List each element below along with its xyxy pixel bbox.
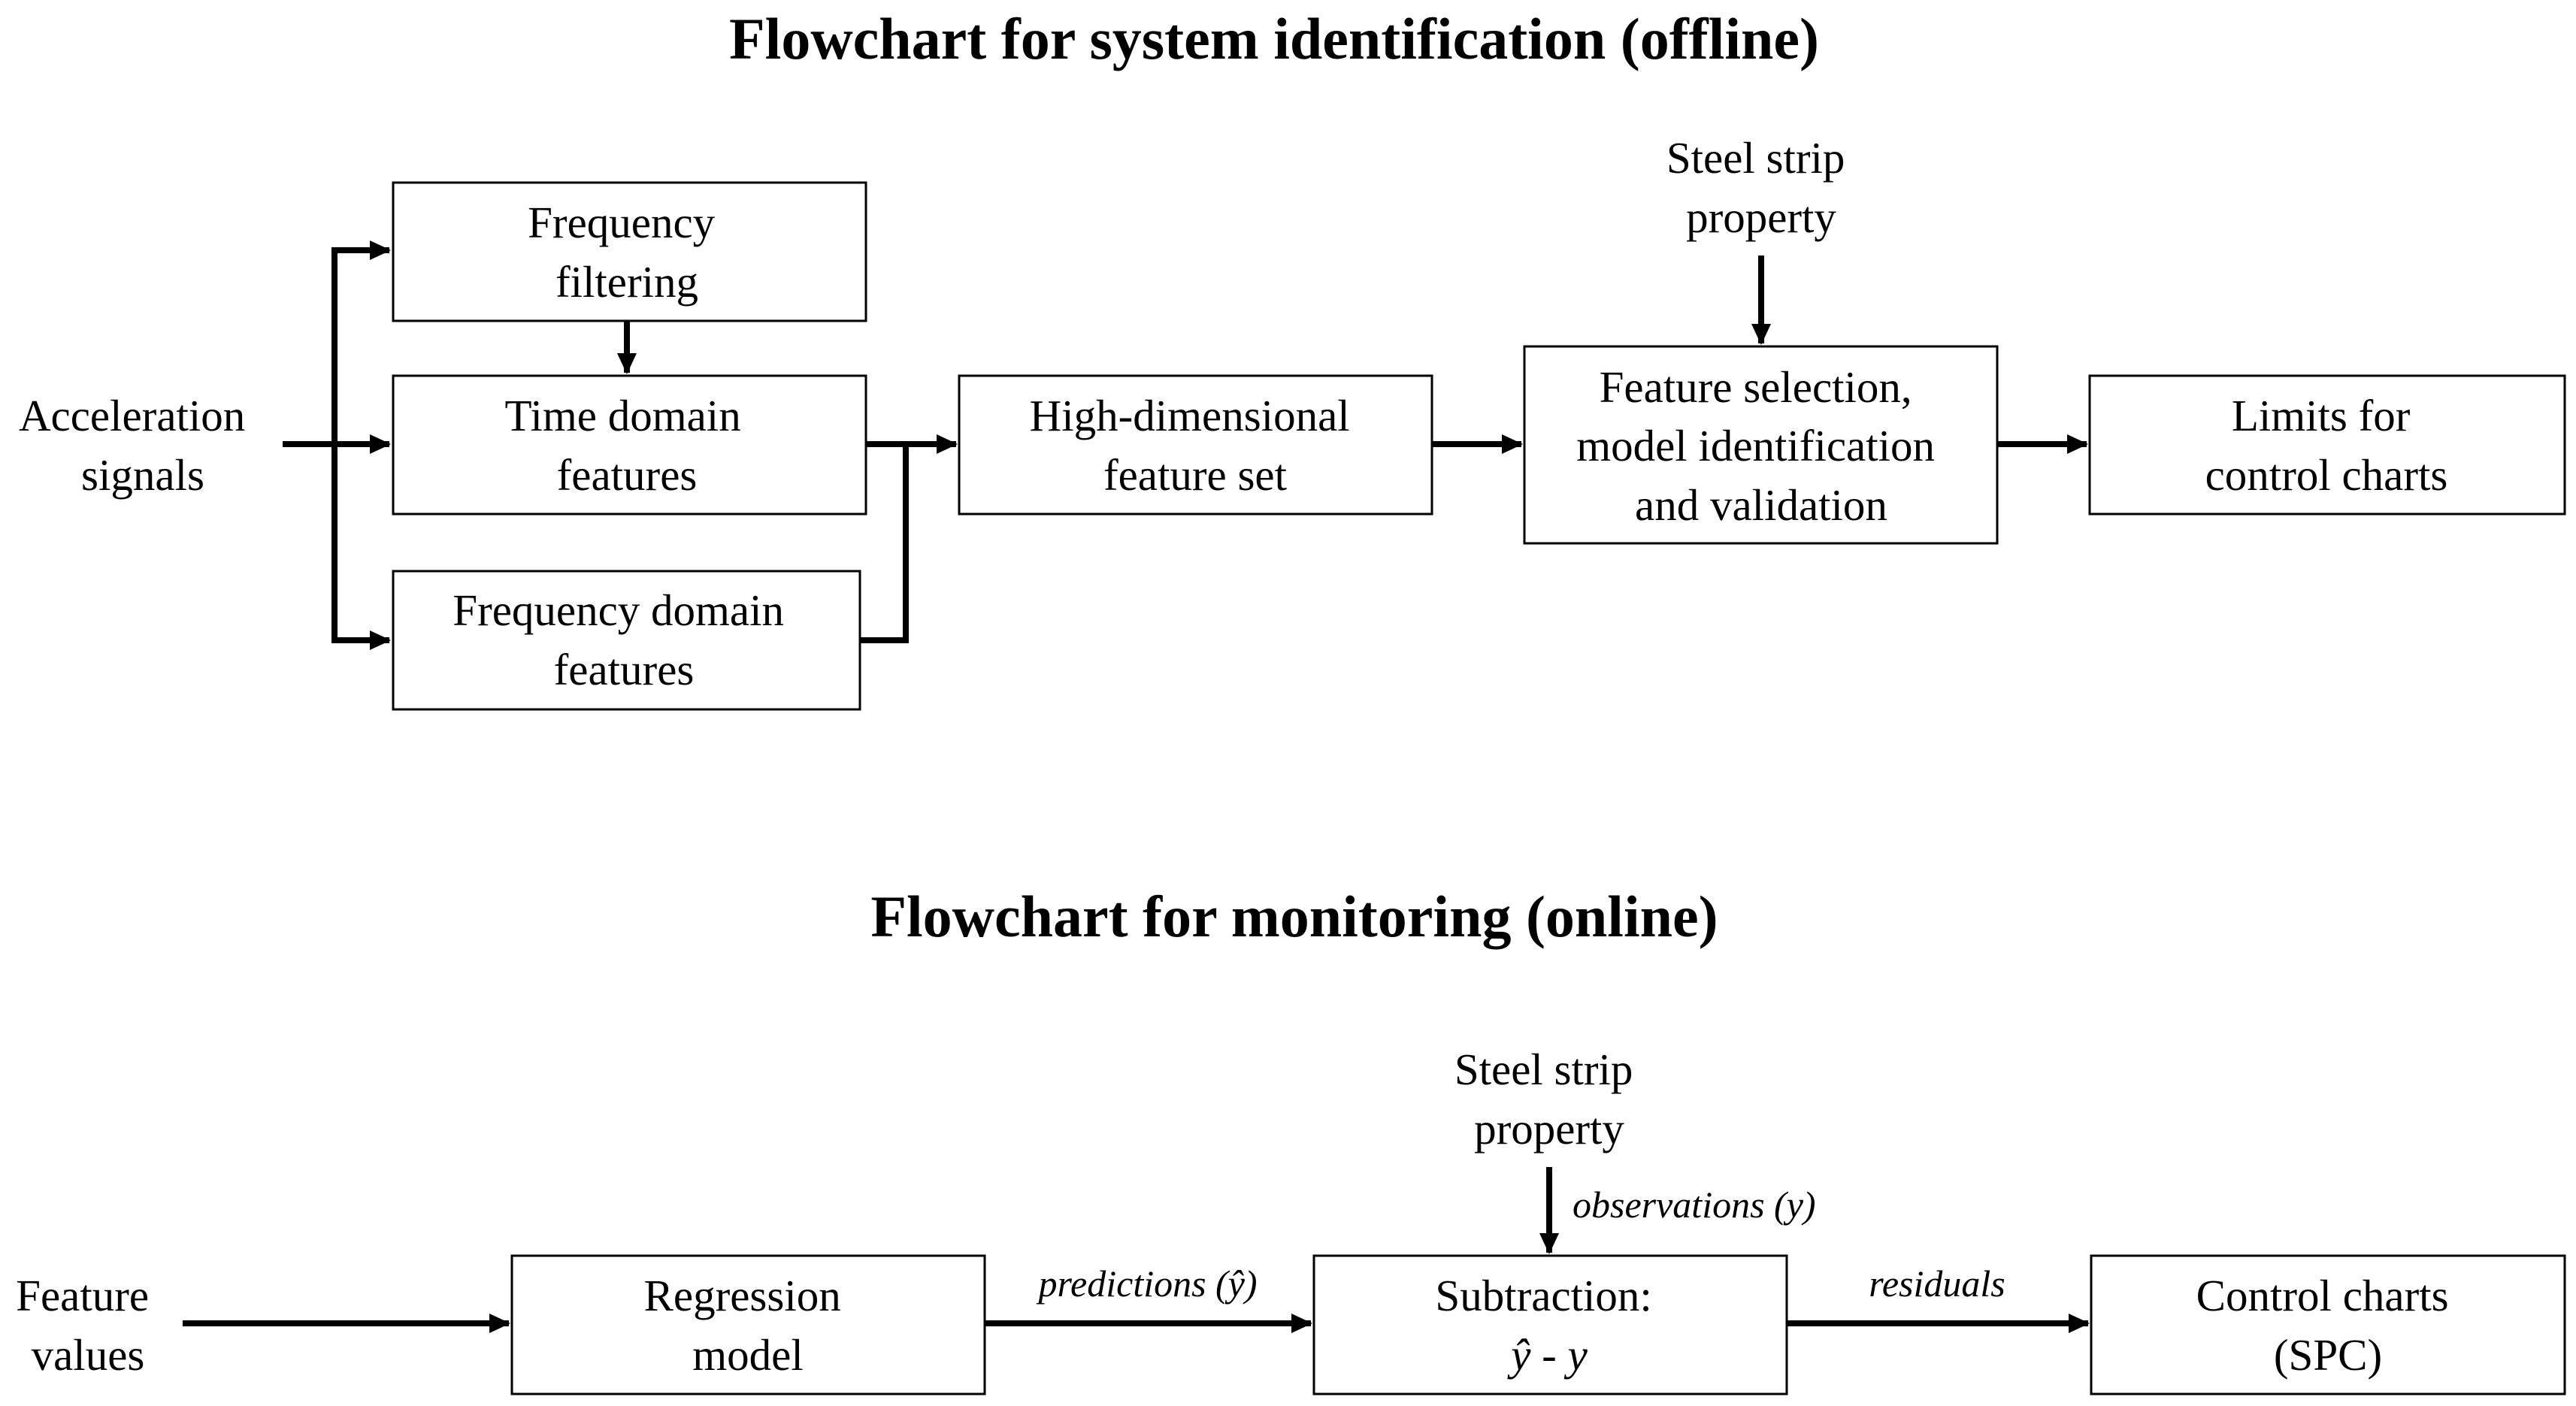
frequency-filtering-label: Frequency filtering [528,198,726,307]
residuals-label: residuals [1869,1262,2005,1305]
frequency-domain-features-label: Frequency domain features [453,585,795,694]
time-domain-features-box [392,374,867,516]
offline-title: Flowchart for system identification (off… [729,6,1819,71]
split-to-filtering-arrow [331,240,391,444]
observations-label: observations (y) [1573,1184,1816,1226]
steel-strip-property-label-offline: Steel strip property [1666,133,1856,242]
control-charts-box [2090,1254,2566,1395]
regression-model-label: Regression model [644,1271,852,1380]
subtraction-box [1312,1254,1788,1395]
split-to-freq-domain-arrow [331,444,391,650]
predictions-label: predictions (ŷ) [1036,1262,1257,1305]
steel-strip-property-label-online: Steel strip property [1454,1045,1644,1154]
feature-selection-box [1523,345,1999,545]
limits-for-control-charts-box [2088,374,2566,516]
regression-model-box [510,1254,986,1395]
time-domain-features-label: Time domain features [505,391,752,500]
subtraction-label: Subtraction: ŷ - y [1435,1271,1663,1380]
acceleration-signals-label: Acceleration signals [19,391,256,500]
feature-values-label: Feature values [16,1271,160,1380]
freq-domain-merge-line [860,444,909,643]
frequency-filtering-box [392,181,867,322]
feature-selection-label: Feature selection, model identification … [1576,362,1946,530]
frequency-domain-features-box [392,570,861,711]
high-dimensional-feature-set-box [958,374,1433,516]
high-dimensional-feature-set-label: High-dimensional feature set [1030,391,1361,500]
online-title: Flowchart for monitoring (online) [870,884,1718,949]
limits-for-control-charts-label: Limits for control charts [2205,391,2448,500]
control-charts-label: Control charts (SPC) [2196,1271,2460,1380]
